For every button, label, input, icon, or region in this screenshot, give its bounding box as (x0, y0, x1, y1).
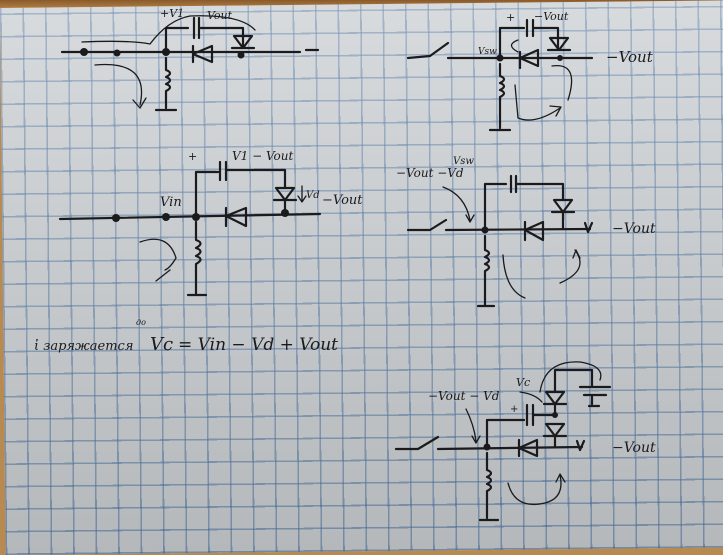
inductor (488, 62, 512, 132)
label-vout: Vout (207, 9, 233, 22)
capacitor (483, 174, 565, 232)
label-cap-plus: + (506, 11, 515, 24)
current-arrow (539, 361, 602, 393)
label-vin: Vin (160, 195, 182, 210)
current-arrow (510, 39, 519, 53)
node-dot (237, 51, 245, 59)
diode (230, 34, 256, 50)
inductor (186, 220, 208, 297)
inductor (476, 234, 496, 308)
label-output: −Vout (322, 193, 363, 208)
label-cap-plus: + (510, 404, 518, 415)
label-output: −Vout (612, 221, 656, 237)
sketch-2: Vsw + −Vout −Vout (406, 10, 654, 132)
node-dot (112, 214, 120, 222)
arrow (442, 186, 475, 223)
label-output: −Vout (606, 48, 654, 66)
arrow (465, 408, 481, 444)
diode (518, 48, 540, 70)
equation: ἰ заряжается до Vc = Vin − Vd + Vout (34, 318, 338, 355)
equation-prefix: ἰ заряжается (34, 338, 133, 354)
label-vc: Vc (516, 376, 530, 389)
current-arrow (81, 15, 256, 45)
diode (542, 422, 568, 449)
output-terminal (575, 439, 586, 452)
label-cap-plus: + (188, 150, 197, 163)
switch-and-wire (394, 435, 584, 451)
current-arrow (514, 84, 562, 121)
node-dot (162, 213, 170, 221)
equation-superscript: до (136, 318, 146, 327)
diode (191, 44, 214, 64)
capacitor (498, 18, 560, 60)
equation-rhs: = Vin − Vd + Vout (178, 335, 338, 355)
diode (546, 36, 572, 52)
label-vsw-note: Vsw (453, 156, 474, 167)
sketch-3: + V1 − Vout Vd Vin −Vout (58, 149, 363, 297)
sketch-1: +V1 Vout (60, 7, 320, 112)
current-arrow (139, 238, 177, 282)
inductor (154, 56, 178, 112)
diode (224, 206, 248, 228)
node-dot (80, 48, 88, 56)
label-v1-minus-vout: V1 − Vout (232, 149, 294, 163)
equation-lhs: Vc (150, 334, 173, 355)
current-arrow (507, 473, 566, 506)
battery (553, 368, 612, 408)
label-vd: Vd (306, 190, 320, 201)
label-neg-vout: −Vout (534, 10, 569, 23)
capacitor (164, 16, 245, 54)
label-vsw: Vsw (478, 47, 497, 57)
inductor (478, 451, 500, 522)
diode (517, 438, 539, 458)
diode (523, 220, 545, 242)
arrow (519, 391, 543, 403)
node-dot (113, 49, 121, 57)
label-node: −Vout − Vd (428, 389, 500, 403)
sketch-4: Vsw −Vout −Vd −Vout (396, 156, 656, 308)
label-cap-plus: +V1 (160, 7, 184, 20)
current-arrow (551, 65, 573, 101)
capacitor (194, 160, 287, 219)
current-arrow (94, 63, 147, 109)
node-dot (557, 55, 563, 61)
output-terminal (583, 221, 594, 234)
label-node: −Vout −Vd (396, 166, 464, 180)
capacitor (485, 403, 557, 449)
switch-and-wire (406, 218, 592, 232)
diode (550, 198, 576, 231)
wire (58, 212, 322, 221)
diode (272, 186, 298, 215)
sketch-5: + Vc −Vout − Vd −Vout (394, 361, 656, 522)
current-arrow (502, 249, 581, 299)
vd-arrow (297, 185, 307, 203)
diode (542, 390, 568, 417)
label-output: −Vout (612, 440, 656, 456)
